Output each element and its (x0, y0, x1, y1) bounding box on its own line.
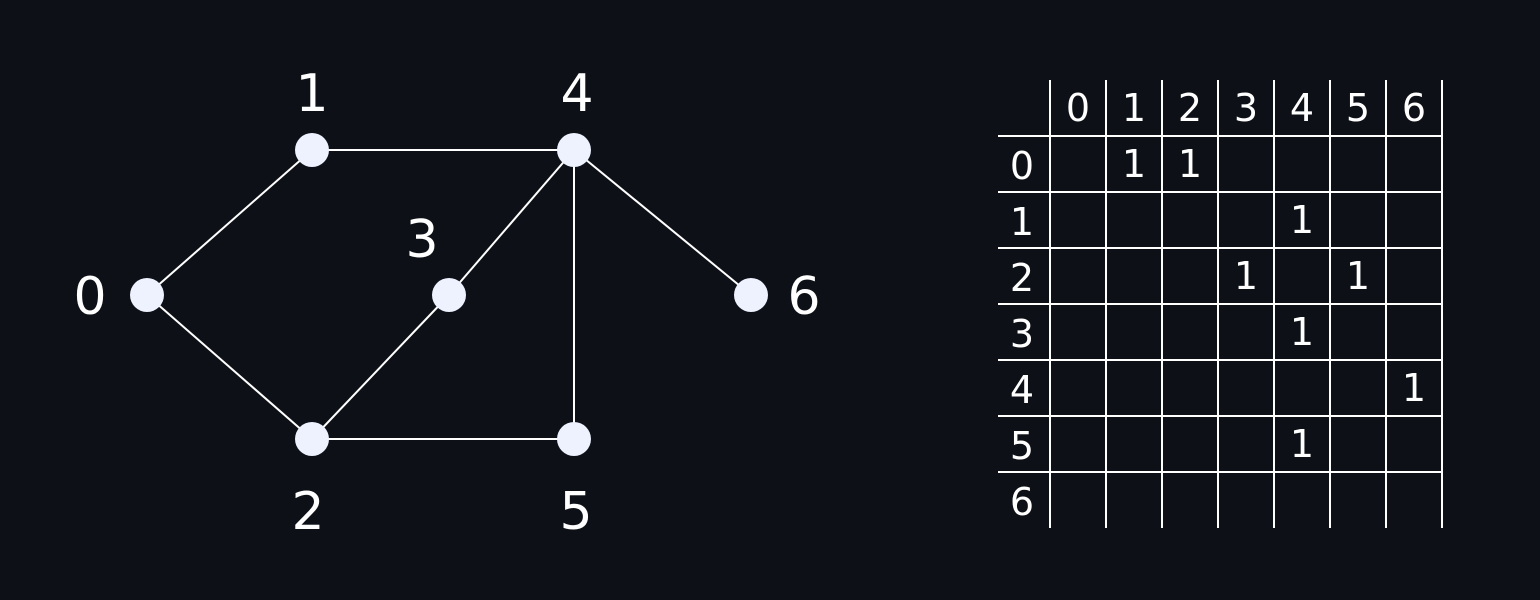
graph: 0 1 2 3 4 5 6 (73, 64, 820, 542)
col-header-1: 1 (1122, 86, 1146, 130)
node-3 (432, 278, 466, 312)
row-header-3: 3 (1010, 312, 1034, 356)
col-header-2: 2 (1178, 86, 1202, 130)
cell-2-5: 1 (1346, 254, 1370, 298)
cell-2-3: 1 (1234, 254, 1258, 298)
cell-1-4: 1 (1290, 198, 1314, 242)
node-0 (130, 278, 164, 312)
row-header-4: 4 (1010, 368, 1034, 412)
edge-0-1 (146, 149, 313, 296)
matrix-grid (998, 80, 1443, 528)
node-4 (557, 133, 591, 167)
col-header-0: 0 (1066, 86, 1090, 130)
cell-4-6: 1 (1402, 366, 1426, 410)
col-header-3: 3 (1234, 86, 1258, 130)
node-label-6: 6 (787, 267, 820, 327)
row-header-1: 1 (1010, 200, 1034, 244)
edge-0-2 (146, 294, 313, 440)
node-1 (295, 133, 329, 167)
node-6 (734, 278, 768, 312)
cell-0-1: 1 (1122, 142, 1146, 186)
node-label-2: 2 (291, 482, 324, 542)
row-header-0: 0 (1010, 144, 1034, 188)
graph-nodes: 0 1 2 3 4 5 6 (73, 64, 820, 542)
graph-edges (146, 149, 752, 440)
edge-3-4 (448, 149, 575, 296)
edge-4-6 (573, 149, 752, 296)
col-header-4: 4 (1290, 86, 1314, 130)
node-2 (295, 422, 329, 456)
cell-3-4: 1 (1290, 310, 1314, 354)
node-label-0: 0 (73, 267, 106, 327)
edge-2-3 (311, 294, 450, 440)
row-header-2: 2 (1010, 256, 1034, 300)
col-header-5: 5 (1346, 86, 1370, 130)
col-header-6: 6 (1402, 86, 1426, 130)
node-label-1: 1 (295, 64, 328, 124)
row-header-6: 6 (1010, 480, 1034, 524)
row-header-5: 5 (1010, 424, 1034, 468)
cell-0-2: 1 (1178, 142, 1202, 186)
node-label-5: 5 (559, 482, 592, 542)
node-label-4: 4 (560, 64, 593, 124)
cell-5-4: 1 (1290, 422, 1314, 466)
node-label-3: 3 (405, 210, 438, 270)
node-5 (557, 422, 591, 456)
